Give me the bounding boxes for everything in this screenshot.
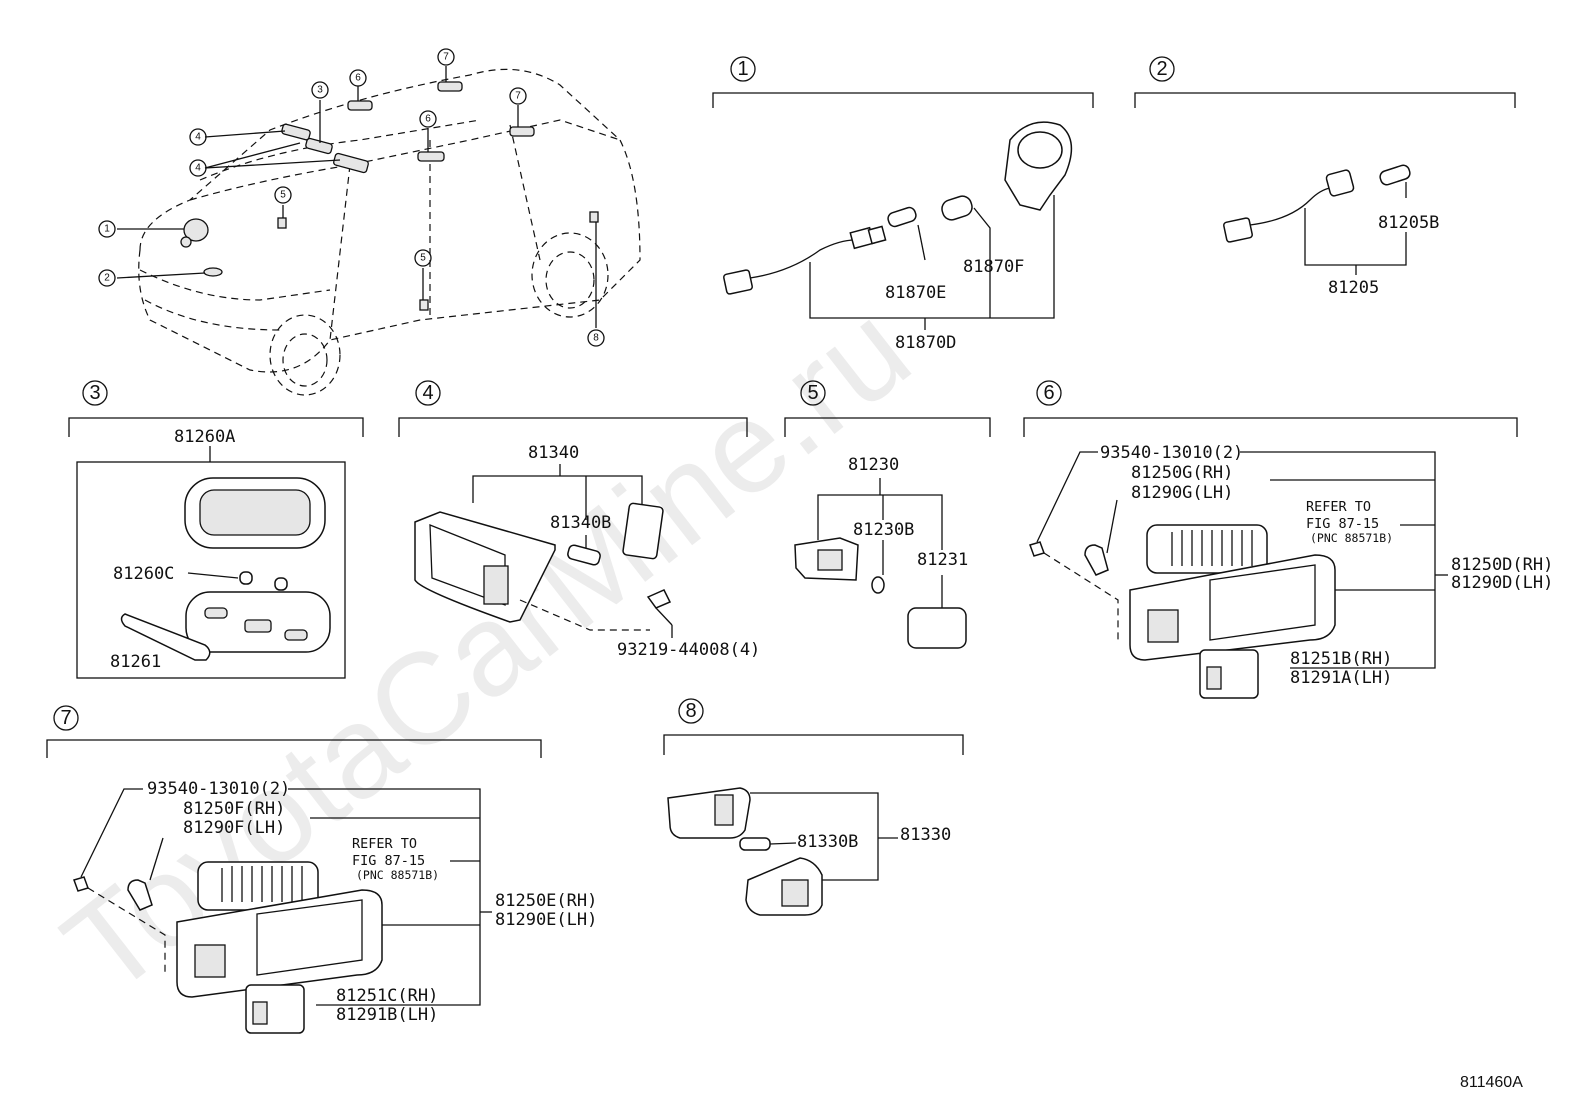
part-81290E: 81290E(LH): [495, 910, 597, 930]
part-81870F: 81870F: [963, 257, 1024, 277]
vehicle-overview: 1 2 3 4 4 5 5 6 6 7 7 8: [98, 48, 641, 396]
part-81250G: 81250G(RH): [1131, 463, 1233, 483]
part-81230B: 81230B: [853, 520, 914, 540]
vehicle-callout-6b: 6: [419, 110, 437, 128]
part-81260C: 81260C: [113, 564, 174, 584]
part-93540-13010-s6: 93540-13010(2): [1100, 443, 1243, 463]
svg-text:1: 1: [104, 224, 110, 235]
section-5: 5 81230 81230B 81231: [784, 380, 991, 649]
svg-text:6: 6: [425, 114, 431, 125]
svg-text:4: 4: [195, 163, 201, 174]
section-4-number: 4: [422, 382, 433, 404]
part-81231: 81231: [917, 550, 968, 570]
part-81251C: 81251C(RH): [336, 986, 438, 1006]
part-81205B: 81205B: [1378, 213, 1439, 233]
svg-text:5: 5: [280, 190, 286, 201]
part-81251B: 81251B(RH): [1290, 649, 1392, 669]
svg-text:6: 6: [355, 73, 361, 84]
part-93540-13010-s7: 93540-13010(2): [147, 779, 290, 799]
vehicle-callout-4b: 4: [189, 159, 207, 177]
section-8-number: 8: [685, 700, 696, 722]
svg-text:3: 3: [317, 85, 323, 96]
svg-text:7: 7: [443, 52, 449, 63]
part-81290F: 81290F(LH): [183, 818, 285, 838]
part-93219-44008: 93219-44008(4): [617, 640, 760, 660]
part-81290D: 81290D(LH): [1451, 573, 1553, 593]
section-5-number: 5: [807, 382, 818, 404]
section-3: 3 81260A 81260C 81261: [68, 380, 364, 679]
svg-text:5: 5: [420, 253, 426, 264]
refer-fig-s6: FIG 87-15: [1306, 516, 1379, 532]
part-81250F: 81250F(RH): [183, 799, 285, 819]
section-8: 8 81330B 81330: [663, 698, 964, 916]
vehicle-callout-7b: 7: [509, 87, 527, 105]
section-1-number: 1: [737, 58, 748, 80]
section-2: 2 81205B 81205: [1134, 56, 1516, 298]
refer-pnc-s6: (PNC 88571B): [1310, 531, 1393, 545]
svg-text:8: 8: [593, 333, 599, 344]
section-2-number: 2: [1156, 58, 1167, 80]
part-81230: 81230: [848, 455, 899, 475]
vehicle-callout-4a: 4: [189, 128, 207, 146]
part-81330B: 81330B: [797, 832, 858, 852]
vehicle-callout-8: 8: [587, 329, 605, 347]
part-81870D: 81870D: [895, 333, 956, 353]
diagram-code: 811460A: [1460, 1074, 1523, 1091]
vehicle-callout-5a: 5: [274, 186, 292, 204]
part-81260A: 81260A: [174, 427, 235, 447]
vehicle-callout-7a: 7: [437, 48, 455, 66]
part-81291B: 81291B(LH): [336, 1005, 438, 1025]
vehicle-callout-6a: 6: [349, 69, 367, 87]
svg-text:4: 4: [195, 132, 201, 143]
refer-to-label-s6: REFER TO: [1306, 499, 1371, 515]
part-81870E: 81870E: [885, 283, 946, 303]
section-1: 1 81870F 81870E 81870D: [712, 56, 1094, 353]
refer-fig-s7: FIG 87-15: [352, 853, 425, 869]
part-81290G: 81290G(LH): [1131, 483, 1233, 503]
part-81291A: 81291A(LH): [1290, 668, 1392, 688]
section-6: 6 93540-13010(2) 81250G(RH) 81290G(LH) R…: [1023, 380, 1553, 699]
part-81250D: 81250D(RH): [1451, 555, 1553, 575]
part-81261: 81261: [110, 652, 161, 672]
refer-pnc-s7: (PNC 88571B): [356, 868, 439, 882]
vehicle-callout-5b: 5: [414, 249, 432, 267]
part-81330: 81330: [900, 825, 951, 845]
vehicle-callout-1: 1: [98, 220, 116, 238]
vehicle-callout-2: 2: [98, 269, 116, 287]
vehicle-callout-3: 3: [311, 81, 329, 99]
section-6-number: 6: [1043, 382, 1054, 404]
part-81250E: 81250E(RH): [495, 891, 597, 911]
section-4: 4 81340 81340B 93219-44008(4): [398, 380, 760, 660]
refer-to-label-s7: REFER TO: [352, 836, 417, 852]
section-3-number: 3: [89, 382, 100, 404]
svg-text:2: 2: [104, 273, 110, 284]
svg-text:7: 7: [515, 91, 521, 102]
section-7: 7 93540-13010(2) 81250F(RH) 81290F(LH) R…: [46, 705, 597, 1034]
part-81340: 81340: [528, 443, 579, 463]
part-81340B: 81340B: [550, 513, 611, 533]
section-7-number: 7: [60, 707, 71, 729]
part-81205: 81205: [1328, 278, 1379, 298]
